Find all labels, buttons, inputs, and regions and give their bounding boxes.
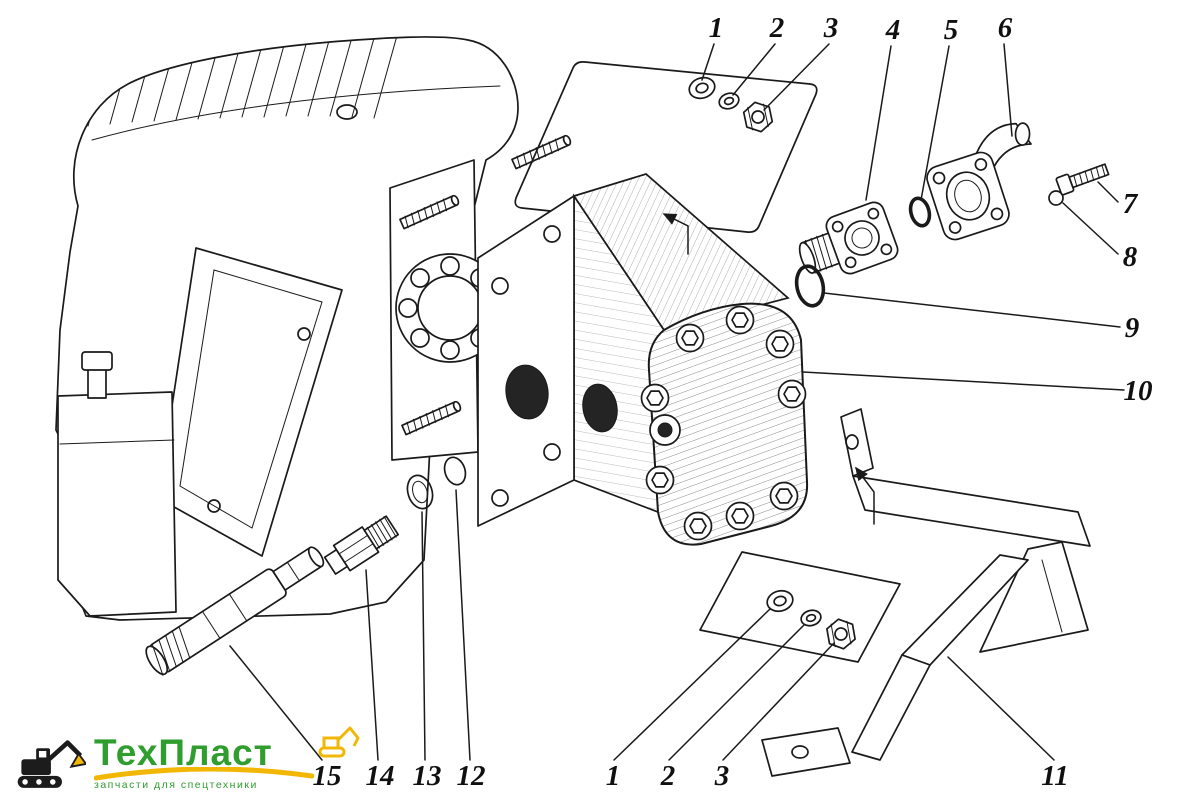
logo: ТехПласт запчасти для спецтехники xyxy=(14,726,360,794)
shaft-15-drawing xyxy=(145,546,325,676)
logo-brand: ТехПласт xyxy=(94,732,273,773)
gear-pump-drawing xyxy=(477,173,809,546)
excavator-icon xyxy=(17,740,86,788)
o-ring-5-drawing xyxy=(908,196,932,228)
fitting-14-drawing xyxy=(323,515,400,575)
ring-8-drawing xyxy=(1048,190,1064,206)
bolt-7-drawing xyxy=(1055,163,1110,196)
flange-fitting-drawing xyxy=(798,201,899,275)
elbow-flange-drawing xyxy=(926,122,1032,241)
logo-swoosh-icon xyxy=(94,767,314,781)
gasket-bottom-drawing xyxy=(699,551,901,663)
o-ring-9-drawing xyxy=(794,264,826,308)
o-ring-13-drawing xyxy=(406,474,434,510)
o-ring-12-drawing xyxy=(443,456,467,486)
bracket-11-drawing xyxy=(761,408,1091,777)
washer-nut-set-top-drawing xyxy=(685,73,775,136)
assembly-arrows-drawing xyxy=(662,213,875,525)
leader-lines xyxy=(229,43,1125,761)
logo-tagline: запчасти для спецтехники xyxy=(94,779,258,791)
gearbox-housing-drawing xyxy=(55,36,519,621)
excavator-outline-icon xyxy=(318,726,360,758)
washer-nut-set-bottom-drawing xyxy=(764,587,858,652)
gasket-top-drawing xyxy=(514,61,818,233)
